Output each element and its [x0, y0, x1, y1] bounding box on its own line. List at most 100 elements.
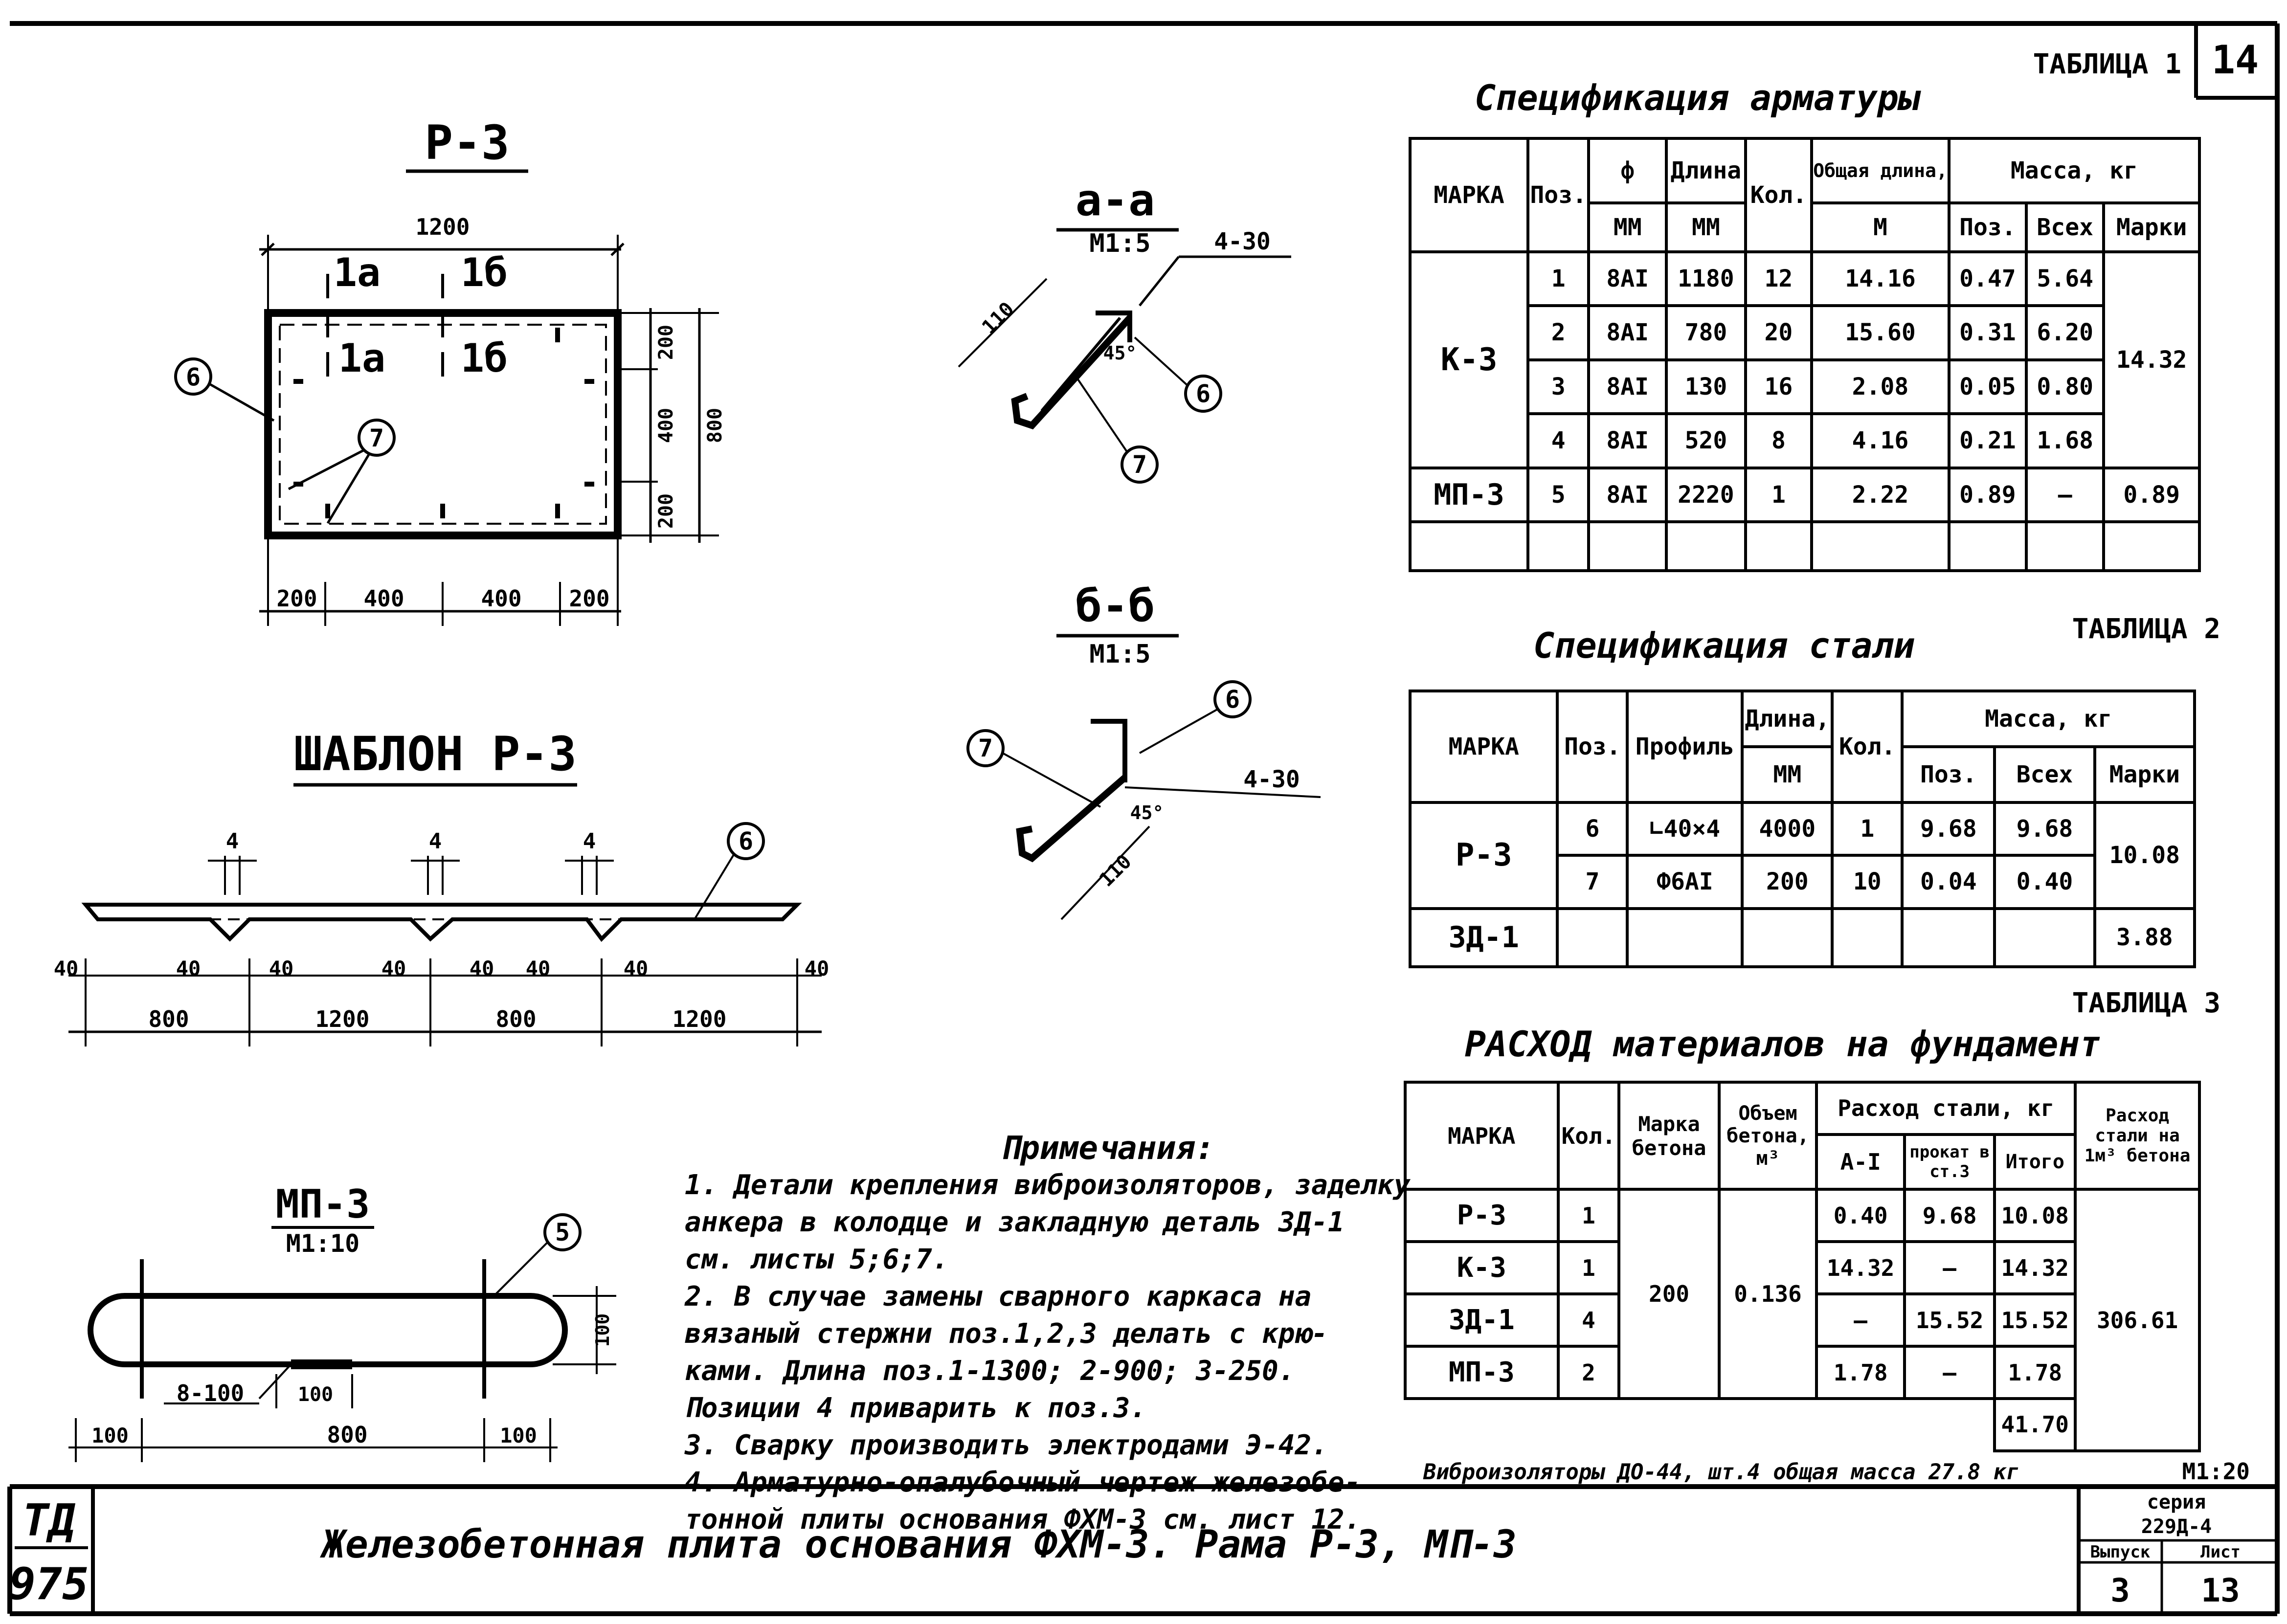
p3-section-a-inner: 1а — [338, 335, 385, 381]
t2-empty — [1901, 907, 1996, 969]
t1-cell: 1 — [1744, 466, 1814, 524]
section-bb-weld: 4-30 — [1243, 766, 1300, 793]
template-big-dim-2: 1200 — [315, 1006, 370, 1032]
t1-cell: 8АI — [1587, 412, 1668, 469]
t1-cell: — — [2025, 466, 2106, 524]
t2-head-profile: Профиль — [1626, 690, 1744, 804]
t1-head-qty: Кол. — [1744, 137, 1814, 253]
t3-cell: 10.08 — [1993, 1188, 2077, 1244]
notes-block: Примечания: 1. Детали крепления виброизо… — [685, 1130, 1410, 1538]
t1-cell: 20 — [1744, 304, 1814, 361]
template-small-dim-3: 40 — [269, 957, 294, 980]
p3-section-b: 1б — [461, 250, 508, 295]
t1-head-mass: Масса, кг — [1947, 137, 2201, 204]
sheet-value: 13 — [2201, 1572, 2240, 1609]
t1-head-mass-mark: Марки — [2102, 201, 2201, 253]
template-big-dim-1: 800 — [148, 1006, 189, 1032]
table2-steel-spec: МАРКА Поз. Профиль Длина, Кол. Масса, кг… — [1408, 690, 2197, 969]
table1-label: ТАБЛИЦА 1 — [2033, 48, 2181, 80]
t1-cell: 1.68 — [2025, 412, 2106, 469]
t2-cell: 4000 — [1741, 801, 1834, 857]
mp3-dim-small: 100 — [298, 1383, 333, 1406]
t2-zd-mass: 3.88 — [2093, 907, 2197, 969]
t1-empty — [2102, 520, 2201, 572]
t1-cell: 2220 — [1665, 466, 1747, 524]
t3-cell: 9.68 — [1903, 1188, 1996, 1244]
mp3-drawing — [68, 1213, 616, 1462]
t3-cell: 15.52 — [1903, 1292, 1996, 1348]
t1-empty — [1947, 520, 2028, 572]
t1-head-mass-all: Всех — [2025, 201, 2106, 253]
t1-cell: 5 — [1526, 466, 1591, 524]
p3-dim-bottom-3: 400 — [481, 585, 521, 612]
t3-cell: 1.78 — [1993, 1345, 2077, 1400]
t2-empty — [1556, 907, 1629, 969]
t1-head-mass-pos: Поз. — [1947, 201, 2028, 253]
t2-cell: Ф6АI — [1626, 854, 1744, 910]
t1-cell: 1 — [1526, 250, 1591, 308]
section-aa-drawing — [958, 228, 1291, 484]
p3-callout-6: 6 — [186, 363, 201, 391]
p3-dim-height: 800 — [704, 408, 726, 443]
notes-line: тонной плиты основания ФХМ-3 см. лист 12… — [685, 1504, 1361, 1535]
t1-cell: 2 — [1526, 304, 1591, 361]
table1-rebar-spec: МАРКА Поз. ф Длина Кол. Общая длина, Мас… — [1408, 137, 2201, 572]
t1-cell: 780 — [1665, 304, 1747, 361]
t1-cell: 12 — [1744, 250, 1814, 308]
notes-line: 4. Арматурно-опалубочный чертеж железобе… — [685, 1467, 1361, 1498]
t1-cell: 0.80 — [2025, 358, 2106, 416]
mp3-dim-height: 100 — [592, 1313, 613, 1347]
t2-empty — [1831, 907, 1904, 969]
section-bb-angle: 45° — [1130, 802, 1164, 823]
t3-head-total: Итого — [1993, 1133, 2077, 1191]
t1-mp3-mass: 0.89 — [2102, 466, 2201, 524]
t1-cell: 520 — [1665, 412, 1747, 469]
t2-cell: ∟40×4 — [1626, 801, 1744, 857]
t1-cell: 130 — [1665, 358, 1747, 416]
t2-cell: 0.04 — [1901, 854, 1996, 910]
table3-label: ТАБЛИЦА 3 — [2072, 987, 2220, 1019]
template-small-dim-8: 40 — [805, 957, 830, 980]
t3-empty — [1405, 1397, 1996, 1451]
t3-mark: ЗД-1 — [1404, 1292, 1560, 1348]
p3-section-a: 1а — [334, 250, 381, 295]
t1-empty — [1744, 520, 1814, 572]
p3-dim-right-3: 200 — [655, 493, 677, 529]
t2-head-mass-mark: Марки — [2093, 745, 2197, 804]
t1-head-pos: Поз. — [1526, 137, 1591, 253]
t2-head-pos: Поз. — [1556, 690, 1629, 804]
series-value: 229Д-4 — [2141, 1515, 2212, 1538]
template-top-dim-3: 4 — [583, 829, 596, 854]
t2-head-qty: Кол. — [1831, 690, 1904, 804]
p3-dim-bottom-2: 400 — [363, 585, 404, 612]
p3-dim-right-2: 400 — [655, 408, 677, 443]
sheet-frame — [7, 21, 2280, 1616]
t1-cell: 15.60 — [1810, 304, 1951, 361]
t1-cell: 6.20 — [2025, 304, 2106, 361]
section-aa-title: а-а — [1076, 175, 1155, 226]
notes-line: Позиции 4 приварить к поз.3. — [685, 1392, 1147, 1424]
t2-head-mark: МАРКА — [1408, 690, 1559, 804]
t3-head-qty: Кол. — [1556, 1080, 1621, 1191]
t1-cell: 16 — [1744, 358, 1814, 416]
section-bb-title: б-б — [1076, 580, 1155, 632]
t3-grand-total: 41.70 — [1993, 1397, 2077, 1453]
t1-head-mark: МАРКА — [1408, 137, 1530, 253]
t3-mark: МП-3 — [1404, 1345, 1560, 1400]
t2-head-mass: Масса, кг — [1901, 690, 2196, 748]
sheet-label: Лист — [2200, 1542, 2241, 1562]
template-small-dim-2: 40 — [176, 957, 201, 980]
section-aa-scale: М1:5 — [1089, 229, 1150, 258]
t1-cell: 8АI — [1587, 304, 1668, 361]
notes-line: 3. Сварку производить электродами Э-42. — [685, 1429, 1328, 1461]
template-big-dim-3: 800 — [495, 1006, 536, 1032]
t3-head-mark: МАРКА — [1404, 1080, 1560, 1191]
sheet-number: 14 — [2212, 37, 2259, 83]
p3-dim-bottom-4: 200 — [569, 585, 609, 612]
table2-label: ТАБЛИЦА 2 — [2072, 613, 2220, 645]
t2-cell: 9.68 — [1993, 801, 2096, 857]
title-block-title: Железобетонная плита основания ФХМ-3. Ра… — [319, 1523, 1517, 1567]
t3-cell: — — [1815, 1292, 1906, 1348]
t2-p3-mass: 10.08 — [2093, 801, 2197, 910]
